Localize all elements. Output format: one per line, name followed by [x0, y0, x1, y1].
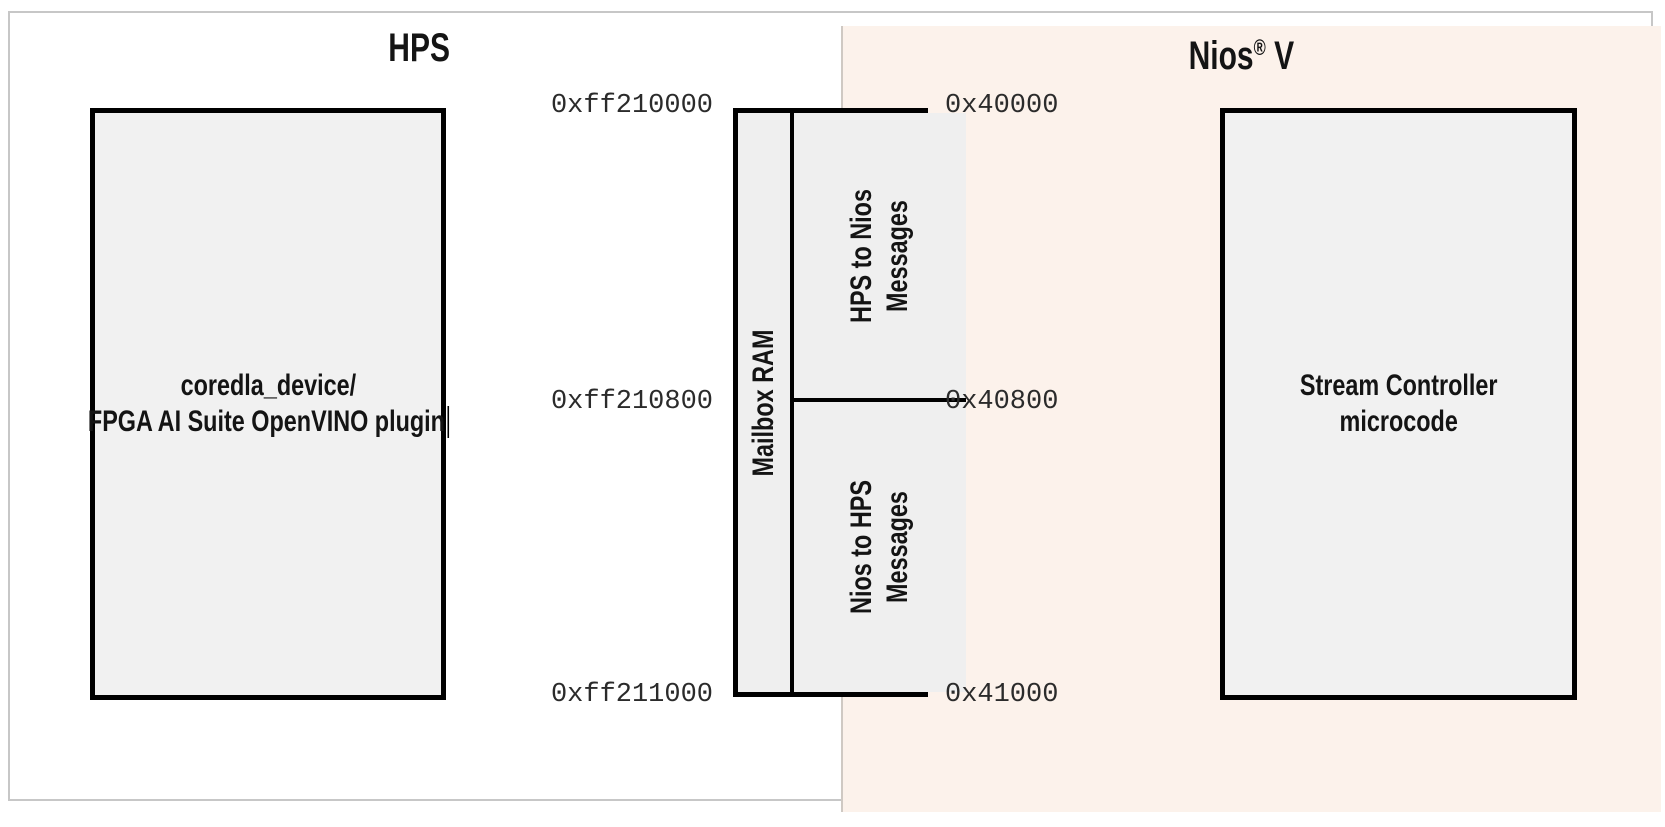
nios-to-hps-cell: Nios to HPS Messages	[794, 402, 966, 692]
hps-section-title-text: HPS	[388, 26, 451, 70]
mailbox-ram-label: Mailbox RAM	[747, 329, 780, 476]
nios-address-start: 0x40000	[945, 91, 1059, 121]
hps-plugin-box-line2: FPGA AI Suite OpenVINO plugin	[88, 404, 449, 440]
hps-plugin-box-line1: coredla_device/	[180, 369, 356, 402]
hps-plugin-box: coredla_device/ FPGA AI Suite OpenVINO p…	[88, 108, 449, 700]
stream-controller-box: Stream Controller microcode	[1220, 108, 1577, 700]
text-cursor	[446, 406, 449, 438]
stream-controller-line2: microcode	[1339, 405, 1458, 438]
hps-to-nios-label: HPS to Nios Messages	[844, 188, 914, 323]
hps-address-mid: 0xff210800	[550, 387, 713, 417]
hps-address-start: 0xff210000	[550, 91, 713, 121]
nios-address-end: 0x41000	[945, 680, 1059, 710]
stream-controller-box-label: Stream Controller microcode	[1300, 368, 1498, 440]
nios-title-name: Nios	[1188, 34, 1254, 78]
nios-section-title-text: Nios® V	[1188, 22, 1294, 82]
nios-to-hps-label: Nios to HPS Messages	[844, 480, 914, 614]
hps-section-title: HPS	[8, 22, 831, 74]
mailbox-message-column: HPS to Nios Messages Nios to HPS Message…	[794, 113, 966, 692]
nios-section-title: Nios® V	[831, 22, 1651, 78]
hps-plugin-box-label: coredla_device/ FPGA AI Suite OpenVINO p…	[88, 368, 449, 440]
nios-address-mid: 0x40800	[945, 387, 1059, 417]
mailbox-ram-column: Mailbox RAM	[738, 113, 794, 692]
hps-address-end: 0xff211000	[550, 680, 713, 710]
mailbox-ram-box: Mailbox RAM HPS to Nios Messages Nios to…	[733, 108, 966, 697]
hps-to-nios-cell: HPS to Nios Messages	[794, 113, 966, 402]
stream-controller-line1: Stream Controller	[1299, 369, 1498, 402]
nios-title-suffix: V	[1265, 34, 1294, 78]
registered-trademark-symbol: ®	[1253, 35, 1266, 60]
